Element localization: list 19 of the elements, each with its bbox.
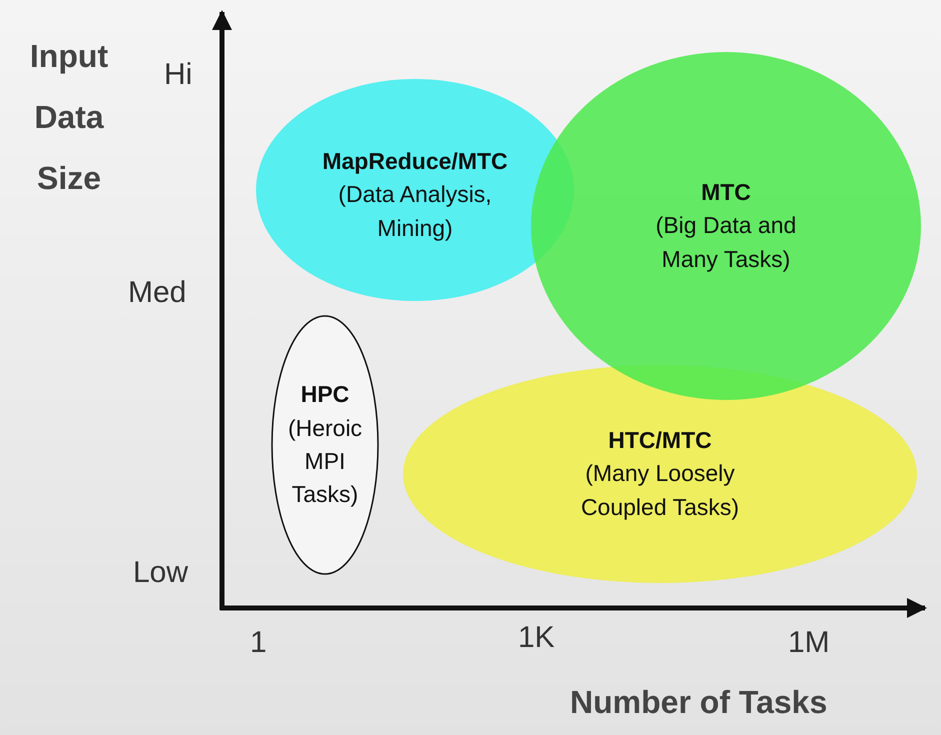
axis-tick-label: Hi — [164, 60, 192, 90]
region-description: (Heroic MPI Tasks) — [286, 414, 364, 510]
region-title: MTC — [701, 178, 751, 207]
ellipse-region — [530, 51, 922, 401]
region-title: HPC — [300, 380, 350, 410]
axis-title: Number of Tasks — [570, 686, 828, 718]
ellipse-region — [271, 315, 379, 575]
axis-tick-label: 1M — [788, 628, 830, 658]
region-description: (Big Data and Many Tasks) — [654, 211, 798, 274]
axis-tick-label: 1K — [518, 623, 555, 653]
region-description: (Many Loosely Coupled Tasks) — [580, 459, 740, 522]
region-title: MapReduce/MTC — [322, 146, 508, 176]
ellipse-region — [402, 364, 918, 584]
axis-tick-label: Low — [133, 558, 188, 588]
region-title: HTC/MTC — [608, 426, 712, 455]
region-description: (Data Analysis, Mining) — [337, 180, 493, 243]
axis-tick-label: 1 — [250, 628, 267, 658]
axis-tick-label: Med — [128, 278, 186, 308]
axis-title: Input Data Size — [28, 37, 110, 198]
